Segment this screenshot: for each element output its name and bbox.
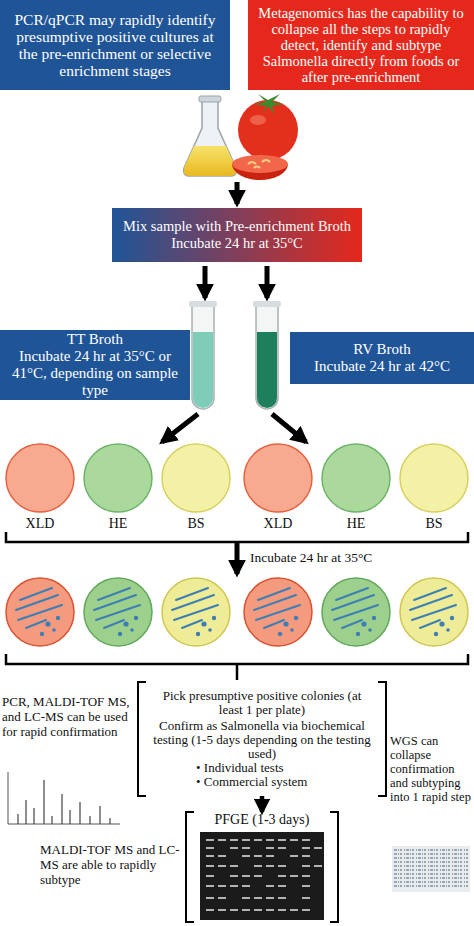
node-text: Incubate 24 hr at 35°C <box>118 235 356 252</box>
method-note: MALDI-TOF MS and LC-MS are able to rapid… <box>40 842 182 887</box>
xld-plate <box>244 444 312 512</box>
node-heading: TT Broth <box>6 331 184 348</box>
flask <box>184 100 237 176</box>
square-bracket <box>138 682 146 796</box>
plate-label: HE <box>326 516 386 532</box>
test-tube <box>192 306 214 409</box>
tomato <box>238 100 298 160</box>
node-heading: PFGE (1-3 days) <box>196 812 328 830</box>
step-note: Incubate 24 hr at 35°C <box>250 550 460 566</box>
tube-rim <box>253 301 281 307</box>
plate-label: BS <box>166 516 226 532</box>
plate-label: XLD <box>248 516 308 532</box>
he-plate-grown <box>322 578 390 646</box>
node-text: Incubate 24 hr at 42°C <box>296 358 468 375</box>
plate-label: HE <box>88 516 148 532</box>
sequence-reads <box>394 850 468 886</box>
node-heading: PCR/qPCR may rapidly identify presumptiv… <box>6 11 224 79</box>
connector-line <box>236 664 239 680</box>
node-heading: Pick presumptive positive colonies (at l… <box>152 689 372 717</box>
node-text: Confirm as Salmonella via biochemical te… <box>152 719 372 761</box>
colony-streaks <box>172 588 218 636</box>
flow-arrow <box>260 796 265 812</box>
gel-bands <box>206 840 322 910</box>
mass-spectrum <box>18 780 110 824</box>
pfge-gel <box>200 832 324 920</box>
square-bracket <box>378 682 386 796</box>
test-tube <box>256 306 278 409</box>
bracket-line <box>6 654 468 664</box>
sequence-image <box>392 846 470 892</box>
flask-rim <box>199 96 221 102</box>
process-box: Mix sample with Pre-enrichment BrothIncu… <box>112 208 362 262</box>
square-bracket <box>186 812 194 922</box>
tt-broth-liquid <box>193 332 213 408</box>
xld-plate-grown <box>6 578 74 646</box>
he-plate <box>84 444 152 512</box>
flow-arrow <box>272 414 306 442</box>
node-text: • Commercial system <box>152 775 372 789</box>
note-box: Metagenomics has the capability to colla… <box>248 0 474 90</box>
node-heading: RV Broth <box>296 341 468 358</box>
flow-arrow <box>265 266 270 298</box>
tomato-stem <box>254 94 284 114</box>
flow-arrow <box>162 414 198 442</box>
node-heading: Metagenomics has the capability to colla… <box>254 5 468 85</box>
note-box: PCR/qPCR may rapidly identify presumptiv… <box>0 0 230 90</box>
colony-streaks <box>410 588 456 636</box>
tomato-highlight <box>250 115 266 125</box>
node-heading: Mix sample with Pre-enrichment Broth <box>118 218 356 235</box>
flask-liquid <box>184 146 237 176</box>
xld-plate <box>6 444 74 512</box>
flow-arrow <box>235 542 240 574</box>
plate-label: BS <box>404 516 464 532</box>
broth-box: RV BrothIncubate 24 hr at 42°C <box>290 332 474 384</box>
bs-plate-grown <box>400 578 468 646</box>
colony-streaks <box>254 588 300 636</box>
node-text: • Individual tests <box>152 761 372 775</box>
bracket-line <box>6 532 468 542</box>
broth-box: TT BrothIncubate 24 hr at 35°C or 41°C, … <box>0 330 190 400</box>
square-bracket <box>330 812 338 922</box>
bs-plate <box>400 444 468 512</box>
plate-label: XLD <box>10 516 70 532</box>
flow-arrow <box>235 182 240 204</box>
tube-rim <box>189 301 217 307</box>
bs-plate-grown <box>162 578 230 646</box>
he-plate-grown <box>84 578 152 646</box>
spectrum-axes <box>8 772 120 824</box>
colony-streaks <box>332 588 378 636</box>
xld-plate-grown <box>244 578 312 646</box>
bs-plate <box>162 444 230 512</box>
flow-arrow <box>203 266 208 298</box>
colony-streaks <box>16 588 62 636</box>
rv-broth-liquid <box>257 332 277 408</box>
method-note: WGS can collapse confirmation and subtyp… <box>390 734 474 804</box>
tomato-cut <box>232 155 288 173</box>
pfge-step: PFGE (1-3 days) <box>196 812 328 922</box>
tomato-seeds <box>248 160 270 168</box>
node-text: Incubate 24 hr at 35°C or 41°C, dependin… <box>6 348 184 399</box>
confirmation-step: Pick presumptive positive colonies (at l… <box>146 682 378 796</box>
method-note: PCR, MALDI-TOF MS, and LC-MS can be used… <box>2 694 132 739</box>
he-plate <box>322 444 390 512</box>
colony-streaks <box>94 588 140 636</box>
